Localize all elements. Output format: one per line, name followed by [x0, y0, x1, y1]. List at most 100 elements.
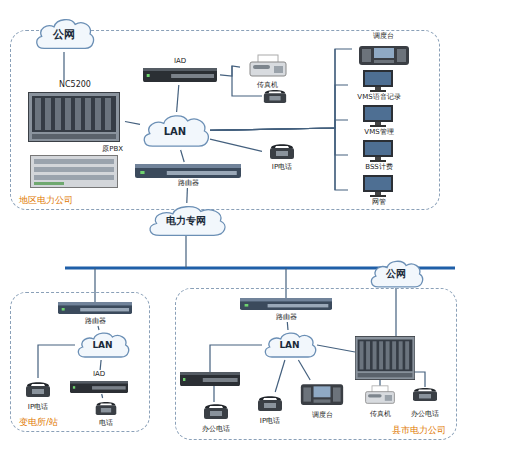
- device-node: NC5200: [25, 80, 125, 144]
- network-link: [210, 139, 262, 151]
- cloud-label: LAN: [279, 340, 299, 350]
- device-node: 办公电话: [403, 383, 447, 419]
- device-node: 传真机: [240, 52, 295, 90]
- device-node: 传真机: [360, 383, 400, 419]
- network-link: [125, 122, 140, 125]
- cloud-shape: [371, 261, 422, 287]
- network-cloud: 电力专网: [145, 203, 227, 239]
- device-label: IAD: [140, 57, 220, 66]
- group-label: 变电所/站: [19, 417, 58, 428]
- cloud-label: 电力专网: [166, 214, 206, 228]
- monitor: [363, 70, 393, 92]
- cloud-text-box: LAN: [140, 112, 210, 150]
- device-label: 调度台: [296, 411, 348, 420]
- cloud-label: 公网: [53, 27, 75, 42]
- monitor: [363, 105, 393, 127]
- network-link: [298, 360, 310, 380]
- group-label-box: 县市电力公司: [392, 425, 446, 436]
- wire: [210, 345, 262, 372]
- network-link: [210, 128, 348, 190]
- cloud-shape: [265, 333, 315, 357]
- wire: [334, 49, 335, 190]
- router-unit: [58, 302, 132, 314]
- ip-phone: [26, 382, 50, 397]
- device-label: 路由器: [238, 313, 334, 322]
- network-link: [186, 188, 188, 203]
- cloud-label: LAN: [164, 126, 186, 137]
- device-label: IP电话: [250, 417, 290, 426]
- site-group: 县市电力公司路由器LAN办公电话IP电话调度台传真机办公电话: [175, 288, 457, 440]
- pbx-unit: [31, 156, 118, 188]
- device-node: VMS管理: [348, 103, 410, 137]
- network-cloud: LAN: [140, 112, 210, 150]
- group-label: 县市电力公司: [392, 425, 446, 436]
- cloud-shape: [78, 333, 128, 357]
- network-cloud: 公网: [368, 258, 424, 290]
- network-link: [100, 360, 101, 370]
- cloud-text-box: 电力专网: [145, 203, 227, 239]
- router-unit: [240, 298, 332, 310]
- group-label: 地区电力公司: [19, 195, 73, 206]
- network-link: [220, 66, 240, 76]
- device-label: NC5200: [25, 80, 125, 90]
- device-label: 网管: [348, 198, 410, 207]
- network-link: [210, 120, 348, 130]
- network-link: [287, 322, 289, 330]
- monitor: [363, 175, 393, 197]
- gateway-rack: [355, 336, 414, 379]
- cloud-text-box: 公网: [368, 258, 424, 290]
- wire: [213, 386, 214, 402]
- cloud-label: LAN: [92, 340, 112, 350]
- device-label: 路由器: [132, 179, 244, 188]
- device-node: IP电话: [250, 392, 290, 426]
- network-link: [63, 52, 64, 80]
- telephone: [204, 404, 228, 419]
- network-cloud: 公网: [33, 16, 95, 52]
- device-label: 调度台: [352, 32, 414, 41]
- site-group: 地区电力公司NC5200原PBXIAD传真机LANIP电话路由器调度台VMS语音…: [10, 30, 440, 210]
- device-label: 传真机: [240, 81, 295, 90]
- network-cloud: LAN: [262, 330, 317, 360]
- network-cloud: LAN: [75, 330, 130, 360]
- ip-phone: [258, 396, 282, 411]
- network-link: [210, 49, 352, 130]
- dispatch-console: [301, 384, 343, 405]
- wire: [395, 288, 396, 336]
- fax-machine: [366, 386, 395, 404]
- telephone: [96, 402, 117, 415]
- device-node: IP电话: [262, 140, 302, 172]
- device-node: IAD: [140, 57, 220, 85]
- network-link: [275, 360, 285, 392]
- site-group: 变电所/站路由器LANIP电话IAD电话: [10, 292, 150, 432]
- iad-unit: [70, 381, 128, 393]
- telephone: [264, 90, 286, 103]
- device-label: 原PBX: [28, 145, 123, 154]
- device-label: 电话: [88, 419, 124, 428]
- device-node: 网管: [348, 173, 410, 207]
- device-node: 路由器: [132, 162, 244, 188]
- cloud-text-box: 公网: [33, 16, 95, 52]
- iad-unit: [143, 68, 217, 82]
- cloud-shape: [150, 207, 225, 236]
- network-link: [210, 85, 348, 130]
- device-label: 办公电话: [403, 410, 447, 419]
- cloud-text-box: LAN: [75, 330, 130, 360]
- network-link: [101, 394, 103, 398]
- cloud-shape: [144, 116, 208, 146]
- device-node: 原PBX: [28, 145, 123, 190]
- device-node: 路由器: [238, 296, 334, 322]
- device-label: 办公电话: [196, 425, 236, 434]
- device-label: VMS管理: [348, 128, 410, 137]
- wire: [285, 268, 286, 298]
- wire: [94, 268, 95, 302]
- device-node: 调度台: [352, 32, 414, 66]
- device-label: 传真机: [360, 410, 400, 419]
- nc5200-rack: [29, 93, 120, 142]
- network-link: [38, 345, 75, 378]
- network-link: [98, 326, 99, 330]
- device-label: IP电话: [262, 163, 302, 172]
- wire: [185, 236, 186, 268]
- monitor: [363, 140, 393, 162]
